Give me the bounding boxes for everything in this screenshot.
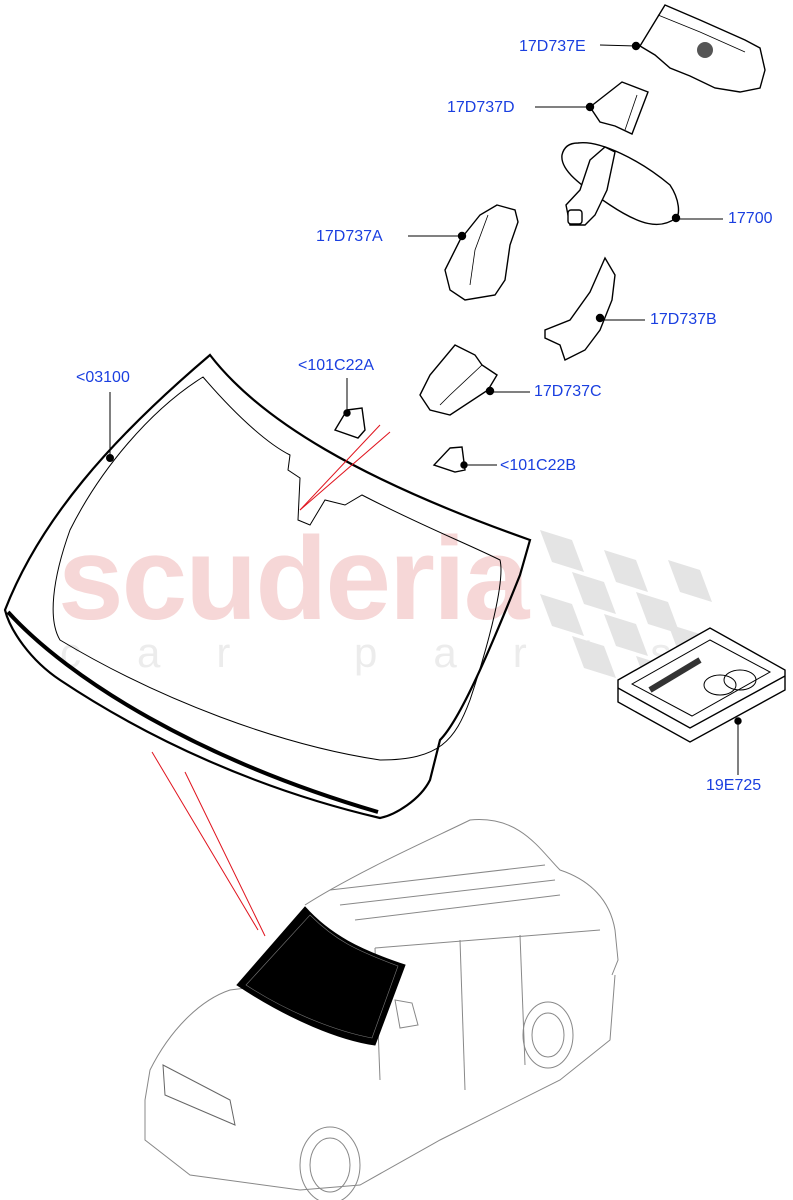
label-17D737B[interactable]: 17D737B xyxy=(650,311,717,328)
label-17D737D[interactable]: 17D737D xyxy=(447,99,515,116)
part-17D737C[interactable] xyxy=(419,344,498,416)
label-17D737E[interactable]: 17D737E xyxy=(519,38,586,55)
label-101C22A[interactable]: <101C22A xyxy=(298,357,375,374)
part-101C22B-bracket[interactable] xyxy=(432,446,468,473)
part-101C22A-bracket[interactable] xyxy=(333,407,366,439)
leader-lines xyxy=(109,44,739,775)
label-17D737C[interactable]: 17D737C xyxy=(534,383,602,400)
label-17D737A[interactable]: 17D737A xyxy=(316,228,383,245)
watermark-tagline: car parts xyxy=(60,629,728,676)
part-17D737D[interactable] xyxy=(585,81,649,135)
label-17700[interactable]: 17700 xyxy=(728,210,773,227)
vehicle-outline xyxy=(144,819,619,1200)
vehicle-windscreen-highlight xyxy=(236,906,406,1046)
label-03100[interactable]: <03100 xyxy=(76,369,130,386)
part-17700-mirror[interactable] xyxy=(561,142,681,226)
label-19E725[interactable]: 19E725 xyxy=(706,777,762,794)
part-17D737A[interactable] xyxy=(444,204,519,301)
label-101C22B[interactable]: <101C22B xyxy=(500,457,577,474)
highlight-lines xyxy=(151,424,391,937)
windscreen-glass[interactable] xyxy=(3,353,532,820)
vehicle-windscreen-frit xyxy=(245,914,399,1039)
watermark-logo: scuderia xyxy=(58,513,529,645)
part-19E725-kit[interactable] xyxy=(617,627,786,743)
part-17D737E[interactable] xyxy=(631,4,766,93)
part-17D737B[interactable] xyxy=(544,256,616,361)
